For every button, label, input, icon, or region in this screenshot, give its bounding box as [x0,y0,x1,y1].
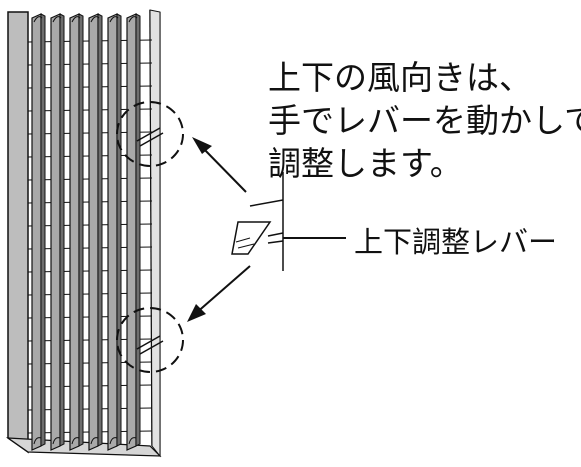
vertical-louver-vane [88,13,103,451]
instruction-line-3: 調整します。 [268,144,463,183]
lever-label: 上下調整レバー [354,225,558,259]
vertical-louver-vane [126,13,141,451]
instruction-line-1: 上下の風向きは、 [268,58,532,97]
vertical-louver-vane [107,13,122,451]
adjustment-lever-detail [231,172,346,271]
vertical-louver-vane [31,13,46,451]
instruction-line-2: 手でレバーを動かして [268,101,581,140]
dashed-detail-circle-bottom [116,307,184,373]
pointer-arrow-down [187,265,251,322]
dashed-detail-circle-top [116,101,184,167]
vertical-louver-vane [50,13,65,451]
vertical-louver-vane [69,13,84,451]
pointer-arrow-up [192,137,247,193]
instruction-text: 上下の風向きは、 手でレバーを動かして 調整します。 [268,56,581,185]
vertical-vanes [31,13,141,451]
